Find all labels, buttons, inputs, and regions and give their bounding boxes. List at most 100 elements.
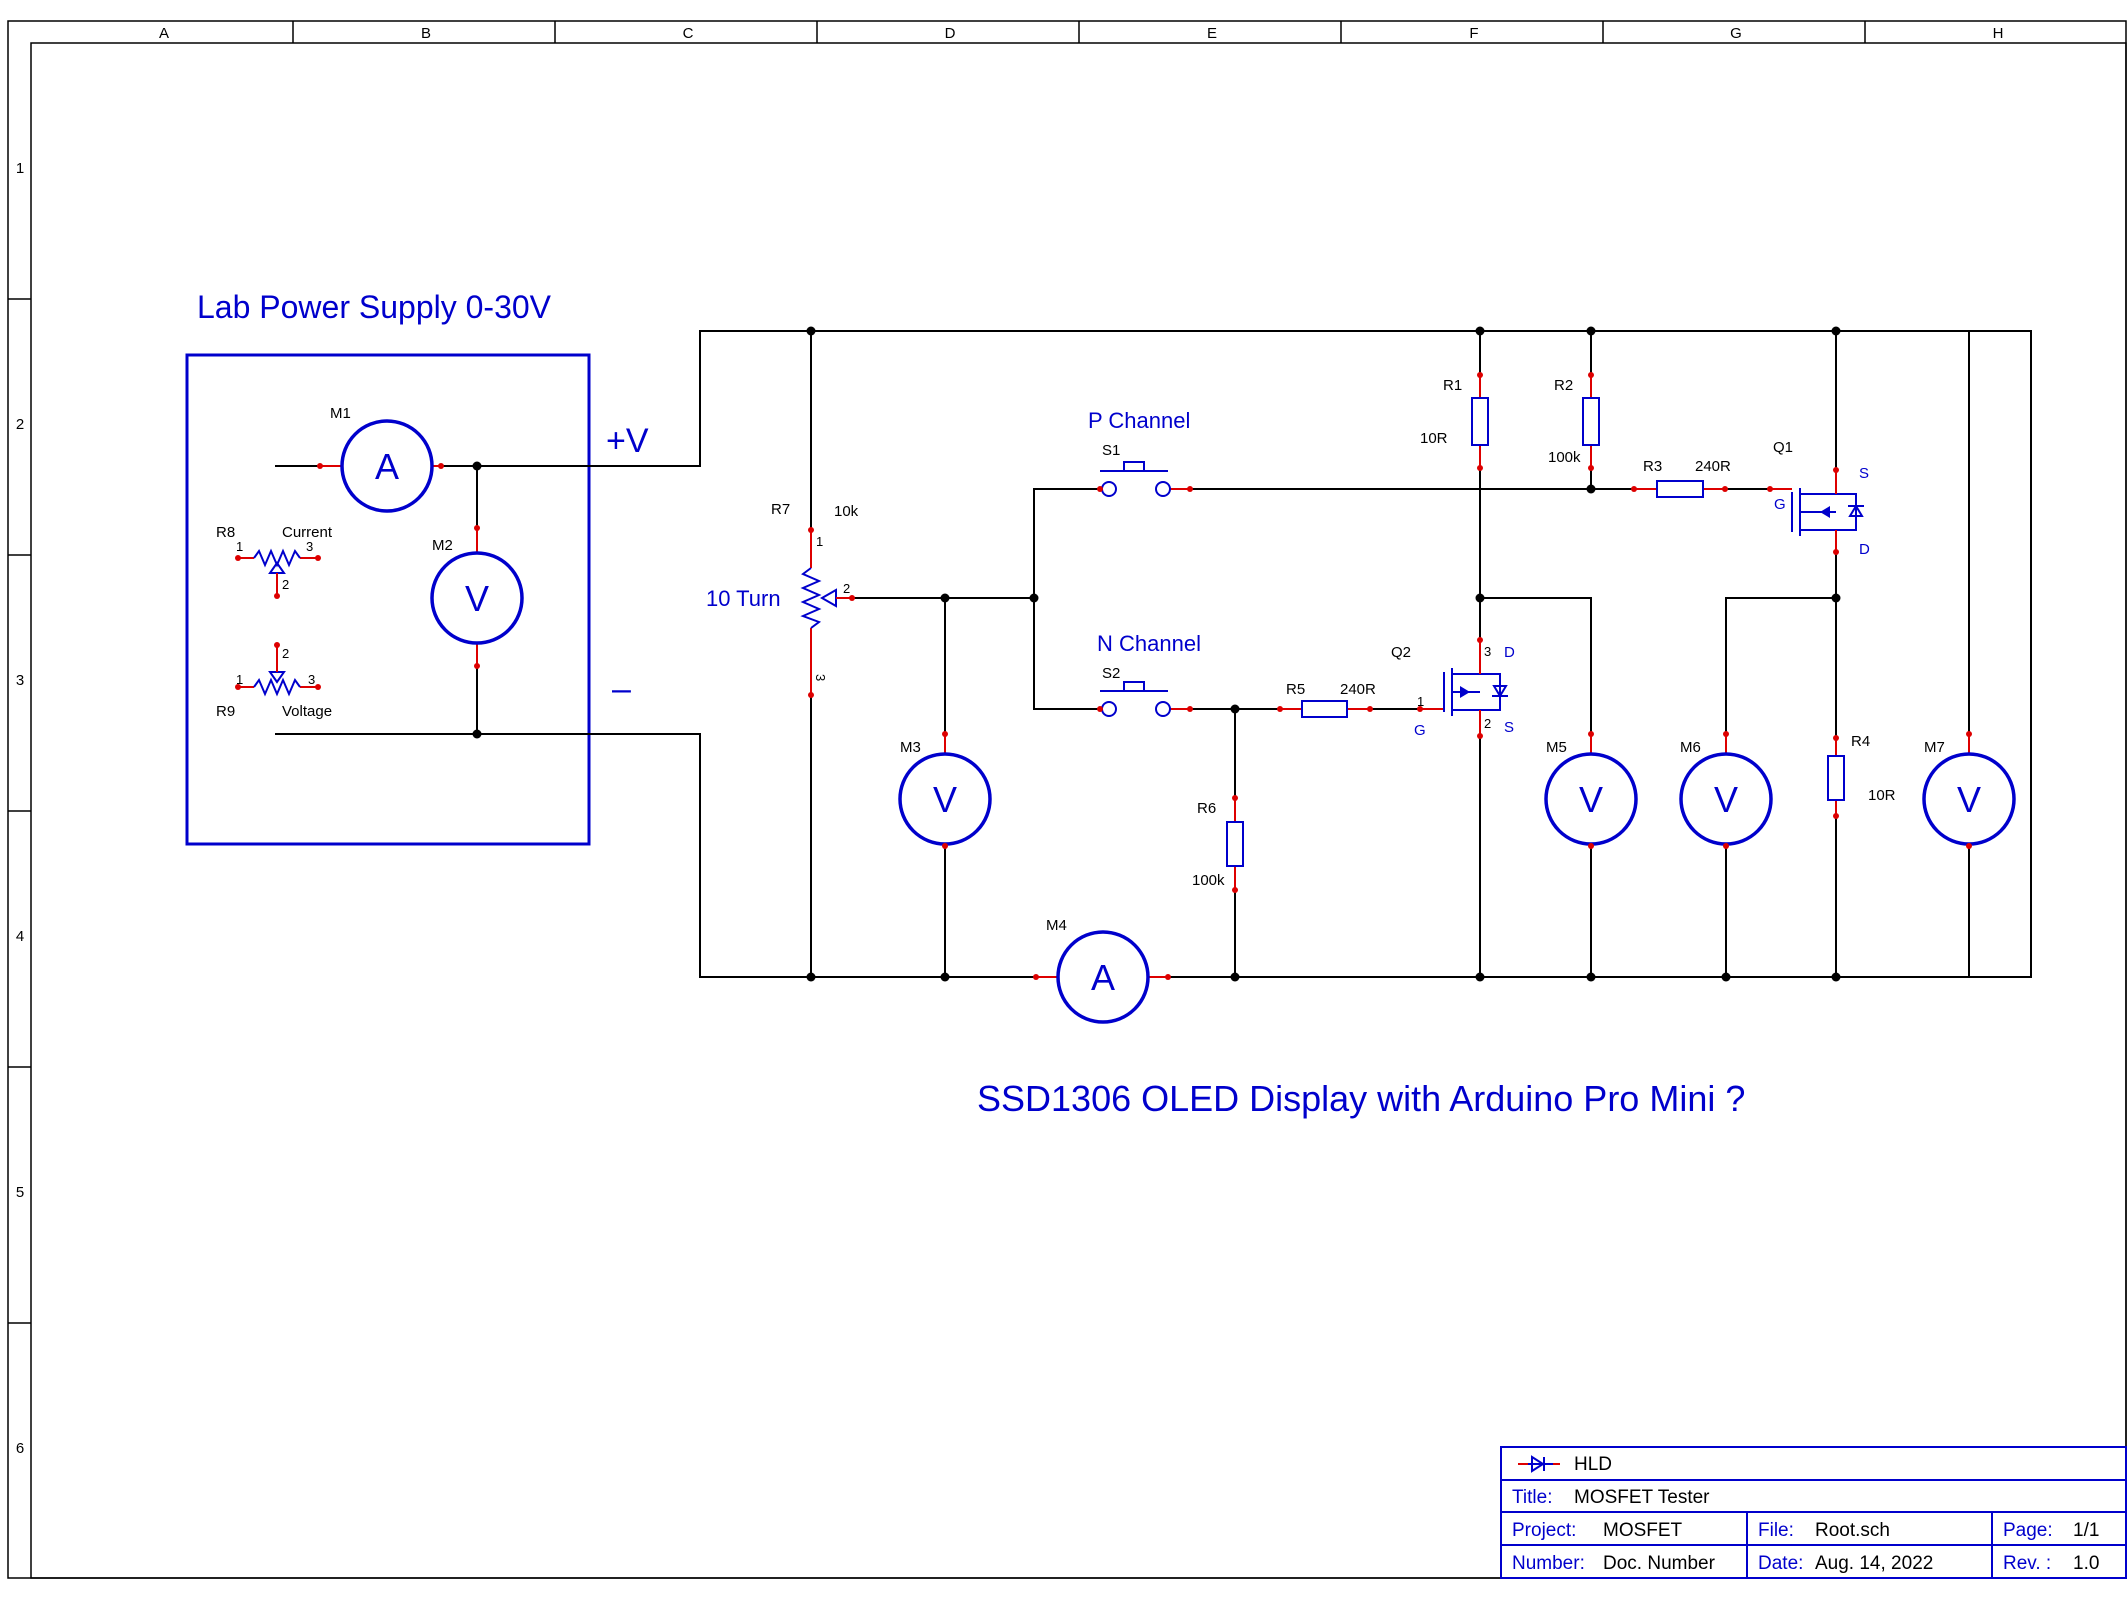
q1-ref: Q1 [1773, 439, 1793, 456]
q2-pin-1: 1 [1417, 694, 1424, 709]
junction-dots [472, 326, 1841, 982]
minus-label: – [612, 670, 631, 708]
q1-gate-label: G [1774, 496, 1786, 513]
m4-ref: M4 [1046, 917, 1067, 934]
mosfet-q1-pchannel: Q1 G S D [1767, 439, 1870, 558]
r7-ref: R7 [771, 501, 790, 518]
title-value: MOSFET Tester [1574, 1487, 1710, 1508]
lab-power-supply-block: Lab Power Supply 0-30V +V – [185, 289, 649, 846]
ten-turn-label: 10 Turn [706, 586, 781, 611]
meter-m6-voltmeter: V M6 [1679, 731, 1773, 849]
frame-col-d: D [945, 25, 956, 42]
p-channel-label: P Channel [1088, 408, 1190, 433]
r2-value: 100k [1548, 449, 1581, 466]
r8-ref: R8 [216, 524, 235, 541]
diode-logo-icon [1518, 1455, 1560, 1473]
r1-ref: R1 [1443, 377, 1462, 394]
plus-v-label: +V [606, 422, 649, 460]
project-label: Project: [1512, 1520, 1576, 1541]
m6-ref: M6 [1680, 739, 1701, 756]
page-value: 1/1 [2073, 1520, 2099, 1541]
r4-value: 10R [1868, 787, 1896, 804]
q1-drain-label: D [1859, 541, 1870, 558]
title-label: Title: [1512, 1487, 1552, 1508]
r2-ref: R2 [1554, 377, 1573, 394]
meter-m1-ammeter: A M1 [317, 405, 444, 513]
q2-source-label: S [1504, 719, 1514, 736]
supply-title: Lab Power Supply 0-30V [197, 289, 552, 325]
supply-wires [275, 330, 2032, 978]
m5-ref: M5 [1546, 739, 1567, 756]
potentiometer-r8: R8 Current 1 3 2 [216, 524, 333, 599]
page-label: Page: [2003, 1520, 2053, 1541]
r9-pin-3: 3 [308, 672, 315, 687]
resistor-r3: R3 240R [1631, 458, 1731, 498]
title-block: HLD Title: MOSFET Tester Project: MOSFET… [1500, 1446, 2127, 1579]
q2-pin-3: 3 [1484, 644, 1491, 659]
circuit-wires [810, 331, 1970, 978]
frame-col-c: C [683, 25, 694, 42]
r9-value: Voltage [282, 703, 332, 720]
r8-value: Current [282, 524, 333, 541]
resistor-r4: R4 10R [1827, 733, 1896, 819]
r5-ref: R5 [1286, 681, 1305, 698]
resistor-r2: R2 100k [1548, 372, 1600, 471]
m5-symbol: V [1579, 779, 1603, 820]
m3-ref: M3 [900, 739, 921, 756]
potentiometer-r9: R9 Voltage 1 3 2 [216, 642, 332, 720]
switch-s1: S1 P Channel [1088, 408, 1193, 497]
file-value: Root.sch [1815, 1520, 1890, 1541]
r3-value: 240R [1695, 458, 1731, 475]
r9-pin-2: 2 [282, 646, 289, 661]
project-value: MOSFET [1603, 1520, 1683, 1541]
r8-pin-1: 1 [236, 539, 243, 554]
frame-col-b: B [421, 25, 431, 42]
file-label: File: [1758, 1520, 1794, 1541]
r7-pin-1: 1 [816, 534, 823, 549]
potentiometer-r7: R7 10k 10 Turn 1 2 3 [706, 501, 859, 698]
r5-value: 240R [1340, 681, 1376, 698]
frame-row-1: 1 [16, 160, 24, 177]
s1-ref: S1 [1102, 442, 1120, 459]
q2-ref: Q2 [1391, 644, 1411, 661]
m4-symbol: A [1091, 957, 1115, 998]
resistor-r6: R6 100k [1192, 795, 1244, 893]
q2-drain-label: D [1504, 644, 1515, 661]
q2-gate-label: G [1414, 722, 1426, 739]
m6-symbol: V [1714, 779, 1738, 820]
meter-m5-voltmeter: V M5 [1544, 731, 1638, 849]
r7-pin-3: 3 [813, 674, 828, 681]
number-value: Doc. Number [1603, 1553, 1716, 1574]
r4-ref: R4 [1851, 733, 1870, 750]
r8-pin-2: 2 [282, 577, 289, 592]
drawing-frame: A B C D E F G H 1 2 3 4 5 6 [7, 20, 2127, 1579]
frame-col-a: A [159, 25, 169, 42]
r9-pin-1: 1 [236, 672, 243, 687]
m7-ref: M7 [1924, 739, 1945, 756]
date-value: Aug. 14, 2022 [1815, 1553, 1933, 1574]
resistor-r5: R5 240R [1277, 681, 1420, 718]
m7-symbol: V [1957, 779, 1981, 820]
r7-pin-2: 2 [843, 581, 850, 596]
q1-source-label: S [1859, 465, 1869, 482]
r1-value: 10R [1420, 430, 1448, 447]
rev-label: Rev. : [2003, 1553, 2051, 1574]
m2-symbol: V [465, 578, 489, 619]
r6-value: 100k [1192, 872, 1225, 889]
frame-row-6: 6 [16, 1440, 24, 1457]
r9-ref: R9 [216, 703, 235, 720]
m3-symbol: V [933, 779, 957, 820]
display-note: SSD1306 OLED Display with Arduino Pro Mi… [977, 1078, 1745, 1119]
meter-m4-ammeter: A M4 [811, 917, 1171, 1024]
meter-m2-voltmeter: V M2 [430, 525, 524, 669]
r6-ref: R6 [1197, 800, 1216, 817]
number-label: Number: [1512, 1553, 1585, 1574]
resistor-r1: R1 10R [1420, 372, 1489, 471]
m1-ref: M1 [330, 405, 351, 422]
frame-col-g: G [1730, 25, 1742, 42]
meter-m7-voltmeter: V M7 [1922, 731, 2016, 849]
m1-symbol: A [375, 446, 399, 487]
s2-ref: S2 [1102, 665, 1120, 682]
frame-row-2: 2 [16, 416, 24, 433]
